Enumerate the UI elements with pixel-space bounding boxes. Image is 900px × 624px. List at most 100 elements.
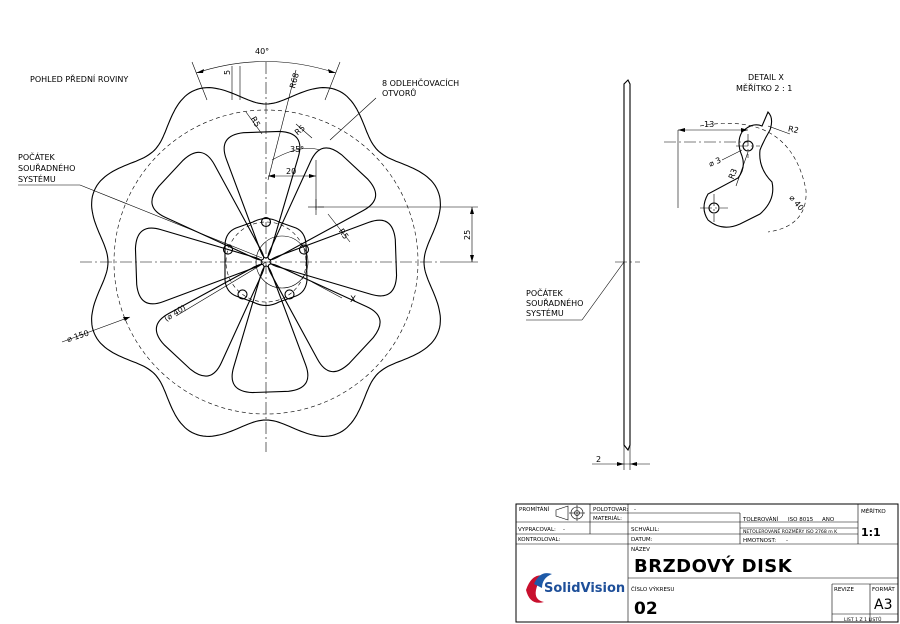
detail-x-ref: X	[350, 295, 356, 305]
front-view-label: POHLED PŘEDNÍ ROVINY	[30, 73, 128, 84]
vypracoval-value: -	[563, 527, 565, 533]
title-block: PROMÍTÁNÍ POLOTOVAR: - MATERIÁL: MĚŘÍTKO…	[515, 503, 899, 623]
arrow	[617, 462, 624, 466]
lightening-hole	[134, 223, 264, 305]
r5-low-label: R5	[337, 227, 350, 241]
polotovar-value: -	[634, 507, 636, 513]
logo-text: SolidVision	[544, 581, 625, 596]
bolt-hole	[222, 244, 234, 255]
revize-label: REVIZE	[834, 587, 854, 593]
arrow	[630, 462, 637, 466]
hmotnost-value: -	[786, 538, 788, 544]
side-origin-leader	[581, 261, 625, 321]
arrow	[678, 128, 685, 132]
arrow	[470, 207, 474, 214]
arrow	[470, 255, 474, 262]
origin-note-line1: POČÁTEK	[18, 151, 56, 162]
projection-symbol-icon	[555, 505, 585, 521]
dim-25: 25	[318, 206, 478, 263]
front-view: POHLED PŘEDNÍ ROVINY 40°	[18, 47, 478, 452]
format-value: A3	[874, 597, 892, 613]
dia-40-label: (⌀ 40)	[163, 303, 188, 323]
promitani-label: PROMÍTÁNÍ	[519, 506, 550, 513]
nazev-label: NÁZEV	[631, 546, 650, 553]
detail-boundary-arc	[699, 123, 807, 233]
lightening-hole	[268, 219, 398, 301]
hub	[222, 216, 310, 307]
angle-arc-40	[195, 61, 337, 74]
r2-label: R2	[787, 124, 799, 135]
r5-top-leader	[245, 111, 263, 135]
drawing-number: 02	[634, 599, 658, 619]
bolt-hole	[284, 289, 295, 300]
angle-40-label: 40°	[255, 47, 269, 56]
holes-note-line1: 8 ODLEHČOVACÍCH	[382, 77, 459, 88]
dim-20-label: 20	[286, 167, 296, 176]
hub-center-circle	[255, 235, 309, 289]
arrow	[196, 69, 204, 73]
detail-title-line1: DETAIL X	[748, 73, 784, 82]
arrow	[268, 174, 275, 178]
tolerovani-value: ANO	[822, 517, 835, 523]
kontroloval-label: KONTROLOVAL:	[518, 537, 561, 543]
arrow	[123, 317, 130, 321]
holes-note-leader	[329, 97, 377, 141]
angle-arc-35	[271, 148, 321, 161]
vypracoval-label: VYPRACOVAL:	[518, 527, 556, 533]
r5-top-label: R5	[249, 115, 262, 129]
datum-label: DATUM:	[631, 537, 653, 543]
r68-leader	[267, 69, 297, 181]
dim-13-label: 13	[704, 120, 714, 129]
dim-5-label: 5	[223, 70, 232, 75]
r5-low-leader	[327, 213, 351, 243]
format-label: FORMÁT	[872, 586, 895, 593]
holes-note-line2: OTVORŮ	[382, 87, 416, 98]
title-block-frame	[515, 503, 899, 623]
side-origin-line3: SYSTÉMU	[526, 307, 564, 318]
r3-label: R3	[727, 167, 739, 180]
disc-side-profile	[623, 79, 631, 452]
hub-bolt-circle	[225, 221, 307, 303]
schvalil-label: SCHVÁLIL:	[631, 526, 659, 533]
detail-slot-outline	[703, 111, 774, 228]
arrow	[741, 128, 748, 132]
drawing-title: BRZDOVÝ DISK	[634, 555, 793, 577]
detail-x: DETAIL X MĚŘÍTKO 2 : 1 13 R2 ⌀ 3 R3 ⌀ 40	[664, 73, 807, 233]
r68-label: R68	[288, 72, 301, 90]
cislo-label: ČÍSLO VÝKRESU	[631, 586, 674, 593]
arrow	[328, 69, 336, 73]
solidvision-logo: SolidVision	[526, 573, 625, 603]
side-origin-line1: POČÁTEK	[526, 287, 564, 298]
side-view: 2 POČÁTEK SOUŘADNÉHO SYSTÉMU	[526, 79, 650, 470]
dia-3-leader	[721, 149, 743, 161]
polotovar-label: POLOTOVAR:	[593, 507, 628, 513]
origin-note-leader	[79, 184, 263, 259]
dia-3-label: ⌀ 3	[707, 156, 722, 169]
meritko-label: MĚŘÍTKO	[861, 507, 886, 515]
netolerovane-text: NETOLEROVANÉ ROZMĚRY ISO 2768 m K	[743, 527, 838, 535]
r2-leader	[767, 125, 791, 135]
list-label: LIST 1 Z 1 LISTŮ	[844, 616, 881, 623]
side-origin-line2: SOUŘADNÉHO	[526, 297, 583, 308]
ext-line-right	[324, 61, 341, 101]
dia-150-label: ⌀ 150	[66, 328, 90, 344]
r3-leader	[735, 151, 749, 187]
material-label: MATERIÁL:	[593, 515, 622, 522]
tolerovani-label: TOLEROVÁNÍ	[742, 516, 779, 523]
bolt-holes	[222, 216, 310, 300]
thickness-2-label: 2	[596, 455, 601, 464]
bolt-hole	[260, 216, 272, 228]
r5-mid-leader	[295, 123, 313, 139]
r5-mid-label: R5	[293, 123, 307, 137]
hub-outline	[224, 217, 308, 307]
bolt-hole	[237, 289, 248, 300]
tolerovani-std: ISO 8015	[788, 517, 814, 523]
dim-angle-40: 40°	[191, 47, 341, 101]
origin-note-line2: SOUŘADNÉHO	[18, 162, 75, 173]
bolt-hole	[298, 244, 310, 255]
arrow	[309, 174, 316, 178]
hmotnost-label: HMOTNOST:	[743, 538, 776, 544]
dim-25-label: 25	[463, 230, 472, 240]
